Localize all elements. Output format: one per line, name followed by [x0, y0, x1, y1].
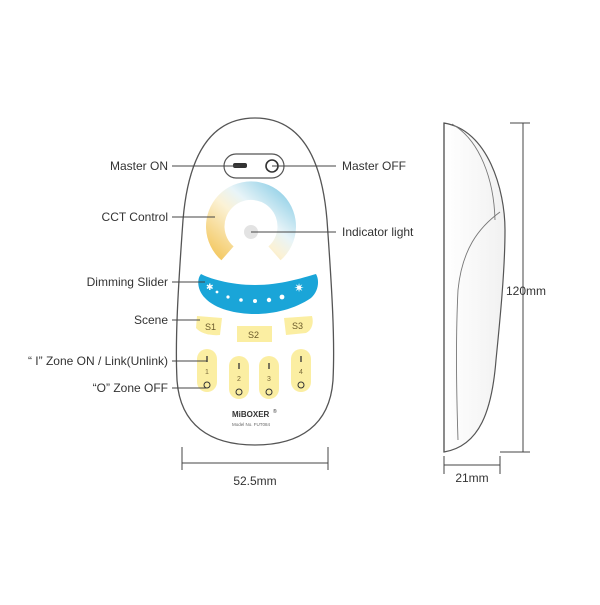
dimming-slider-dots	[215, 290, 285, 303]
depth-dimension	[443, 456, 501, 474]
remote-side-view	[443, 122, 506, 453]
zone-number: 4	[299, 369, 303, 376]
width-label: 52.5mm	[233, 474, 276, 488]
zone-number: 3	[267, 376, 271, 383]
scene-button-s2[interactable]: S2	[237, 326, 272, 342]
zone-button-1[interactable]: 1	[197, 349, 217, 392]
scene-button-s3[interactable]: S3	[284, 316, 313, 335]
zone-button-2[interactable]: 2	[229, 356, 249, 399]
callout-master-off: Master OFF	[342, 159, 406, 173]
dimming-slider[interactable]: ✱ ✷	[198, 274, 319, 314]
scene-label: S2	[248, 330, 259, 340]
callout-lines	[172, 165, 336, 389]
callout-master-on: Master ON	[110, 159, 168, 173]
brand-registered-mark: ®	[273, 408, 277, 415]
height-dimension	[500, 122, 530, 453]
callout-dimming-slider: Dimming Slider	[87, 275, 168, 289]
model-number: Model No. FUT084	[232, 422, 271, 427]
depth-label: 21mm	[455, 471, 488, 485]
cct-control-ring[interactable]	[206, 181, 296, 261]
zone-button-4[interactable]: 4	[291, 349, 311, 392]
callout-scene: Scene	[134, 313, 168, 327]
zone-button-3[interactable]: 3	[259, 356, 279, 399]
height-label: 120mm	[506, 284, 546, 298]
zone-number: 1	[205, 369, 209, 376]
scene-label: S3	[292, 321, 303, 331]
dim-high-icon: ✷	[294, 281, 304, 295]
width-dimension	[181, 447, 329, 470]
callout-cct-control: CCT Control	[102, 210, 168, 224]
scene-button-s1[interactable]: S1	[196, 316, 222, 336]
callout-zone-on-link: “ I” Zone ON / Link(Unlink)	[28, 354, 168, 368]
scene-label: S1	[205, 322, 216, 332]
zone-number: 2	[237, 376, 241, 383]
callout-zone-off: “O” Zone OFF	[93, 381, 168, 395]
brand-logo: MiBOXER	[232, 410, 270, 419]
dim-low-icon: ✱	[206, 282, 214, 292]
callout-indicator-light: Indicator light	[342, 225, 414, 239]
